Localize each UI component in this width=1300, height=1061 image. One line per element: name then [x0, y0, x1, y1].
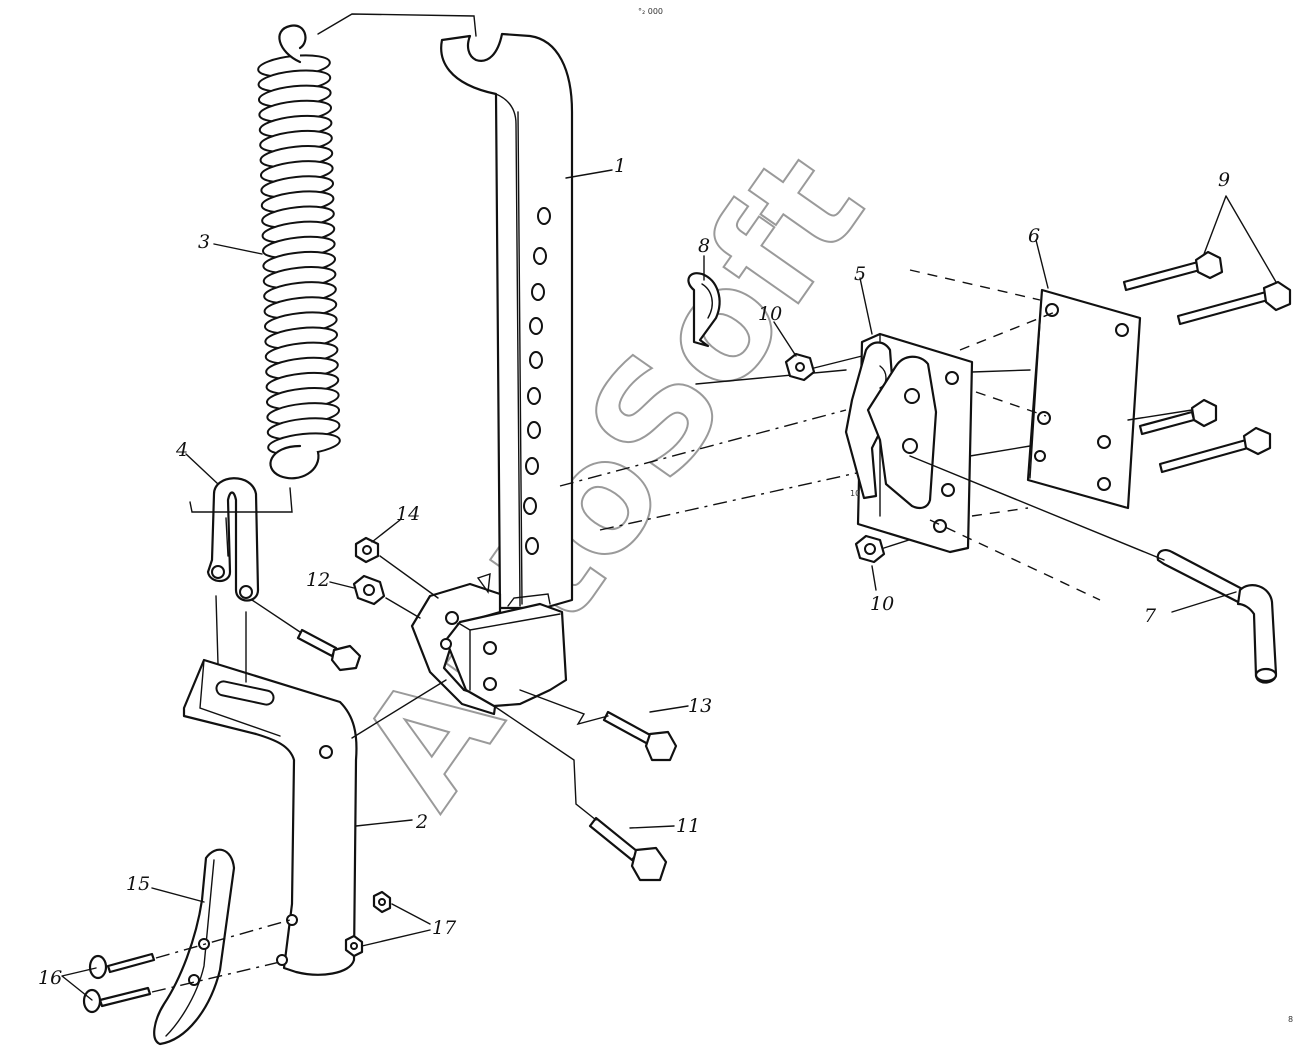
callout-7: 7: [1144, 605, 1157, 627]
callout-16: 16: [38, 967, 62, 989]
arm-hole: [537, 207, 551, 225]
top-mark: °₂ 000: [638, 7, 663, 16]
bracket-part-5: 10: [844, 332, 974, 554]
bolt-part-13: [519, 689, 678, 762]
link-shackle-tine: [215, 595, 247, 683]
callout-15: 15: [126, 873, 150, 895]
bolts-part-9: [1122, 195, 1292, 474]
tine-part-2: [182, 658, 358, 976]
arm-hole: [525, 537, 539, 555]
rclip-part-8: [687, 272, 721, 348]
callout-10-top: 10: [758, 303, 782, 325]
nut-part-10-top: [784, 352, 816, 382]
align-line-a: [909, 269, 1041, 301]
line-12-to-clamp: [385, 597, 421, 619]
callout-11: 11: [676, 815, 700, 837]
bracket-stamp: 10: [850, 489, 860, 498]
arm-clamp: [410, 572, 568, 716]
arm-hole: [529, 351, 543, 369]
align-line-e: [929, 519, 1101, 601]
callout-3: 3: [198, 231, 210, 253]
nut-part-14: [354, 536, 380, 564]
watermark: AutoSoft: [327, 125, 897, 836]
bolt-part-11: [493, 705, 668, 882]
arm-hole: [529, 317, 543, 335]
callout-8: 8: [698, 235, 710, 257]
align-line-d: [971, 507, 1029, 517]
arm-hole: [523, 497, 537, 515]
callout-17: 17: [432, 917, 457, 939]
callout-14: 14: [396, 503, 420, 525]
shackle-bolt: [251, 599, 362, 672]
nut-part-10-bottom: [854, 534, 886, 564]
spring-bottom-hook: [269, 444, 320, 480]
callout-12: 12: [306, 569, 330, 591]
pin-part-7: [909, 455, 1278, 684]
callout-2: 2: [415, 811, 428, 833]
arm-hole: [527, 387, 541, 405]
spring-part-3: [257, 54, 341, 456]
callout-4: 4: [175, 439, 188, 461]
arm-hole: [525, 457, 539, 475]
plate-part-6: [1026, 288, 1142, 510]
callout-13: 13: [688, 695, 712, 717]
align-line-f: [971, 369, 1031, 373]
corner-mark: 8: [1288, 1015, 1293, 1024]
axis-line-3: [695, 369, 847, 385]
arm-part-1: [440, 32, 574, 610]
axis-line-2: [599, 469, 871, 531]
shackle-part-4: [189, 477, 293, 602]
line-10-top: [813, 355, 863, 369]
arm-hole: [531, 283, 545, 301]
arm-hole: [527, 421, 541, 439]
callout-1: 1: [614, 155, 626, 177]
line-tine-clamp: [351, 679, 447, 739]
align-line-c: [975, 391, 1047, 417]
line-14-to-clamp: [379, 555, 439, 599]
align-line-h: [1127, 409, 1193, 421]
callout-10-bottom: 10: [870, 593, 894, 615]
nut-part-12: [352, 574, 386, 606]
callout-9: 9: [1218, 169, 1230, 191]
axis-line-1: [559, 409, 847, 487]
spring-top-hook: [278, 24, 307, 64]
leader-lines: [61, 169, 1237, 1001]
align-line-g: [969, 445, 1031, 457]
arm-holes: [523, 207, 551, 555]
spring-wire-top: [317, 13, 477, 37]
nuts-part-17: [344, 890, 392, 958]
bolts-part-16: [82, 919, 291, 1014]
callout-5: 5: [854, 263, 866, 285]
callout-6: 6: [1028, 225, 1040, 247]
arm-hole: [533, 247, 547, 265]
